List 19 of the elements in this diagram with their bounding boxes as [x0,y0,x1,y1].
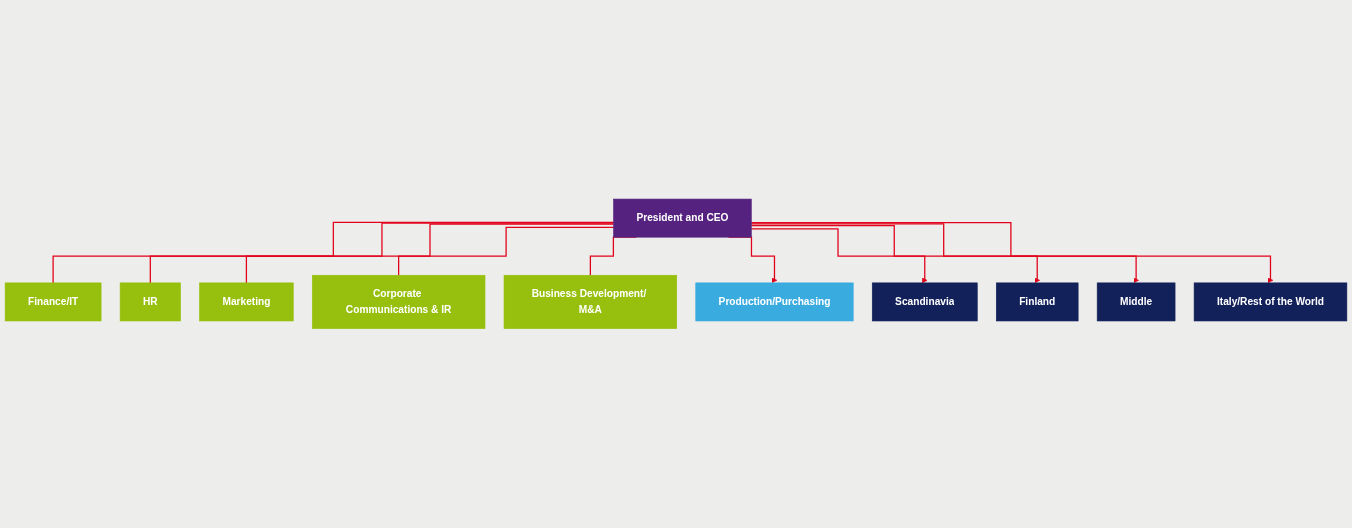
arrow [750,228,928,284]
node-box: Production/Purchasing [695,282,854,322]
connector [52,221,615,284]
node-box: Corporate Communications & IR [312,275,486,330]
connector [149,222,615,284]
node-box: HR [119,282,181,322]
arrow [750,222,1274,284]
node-box: Marketing [199,282,294,322]
node-box: President and CEO [613,198,752,238]
node-box: Middle [1096,282,1176,322]
arrow [750,225,1040,284]
node-box: Finance/IT [4,282,102,322]
node-box: Finland [996,282,1079,322]
node-box: Italy/Rest of the World [1193,282,1348,322]
connector [398,226,615,277]
node-box: Business Development/ M&A [503,275,678,330]
node-box: Scandinavia [871,282,978,322]
connector [245,223,615,284]
arrow [750,223,1139,284]
